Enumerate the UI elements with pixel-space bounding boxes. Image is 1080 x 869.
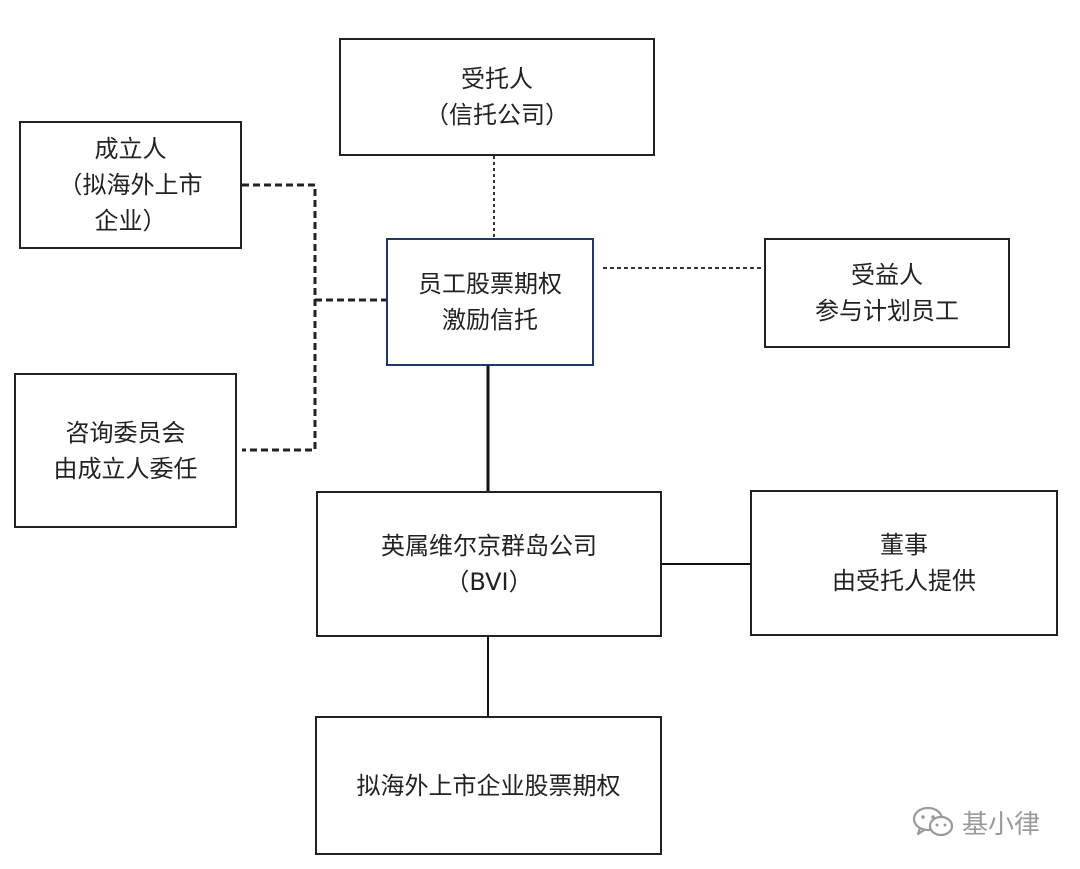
bvi-box: 英属维尔京群岛公司 （BVI）	[316, 491, 662, 637]
beneficiary-box: 受益人 参与计划员工	[764, 238, 1010, 348]
settlor-line-2: （拟海外上市	[58, 171, 203, 199]
wechat-icon	[912, 806, 954, 837]
trustee-line-2: （信托公司）	[425, 101, 569, 129]
watermark: 基小律	[912, 800, 1040, 844]
trust-box: 员工股票期权 激励信托	[386, 238, 594, 366]
settlor-box: 成立人 （拟海外上市 企业）	[19, 121, 242, 249]
trust-line-2: 激励信托	[442, 306, 538, 334]
bvi-line-2: （BVI）	[445, 568, 533, 596]
settlor-line-3: 企业）	[94, 207, 167, 235]
committee-box: 咨询委员会 由成立人委任	[14, 373, 237, 528]
director-line-2: 由受托人提供	[832, 567, 976, 595]
watermark-text: 基小律	[962, 809, 1041, 840]
bvi-line-1: 英属维尔京群岛公司	[381, 532, 597, 560]
trust-line-1: 员工股票期权	[418, 270, 562, 298]
committee-line-2: 由成立人委任	[53, 454, 198, 483]
trustee-line-1: 受托人	[461, 65, 533, 93]
options-line-1: 拟海外上市企业股票期权	[356, 771, 621, 800]
director-box: 董事 由受托人提供	[750, 490, 1058, 636]
director-line-1: 董事	[880, 531, 928, 559]
beneficiary-line-1: 受益人	[851, 261, 923, 289]
settlor-line-1: 成立人	[94, 135, 167, 163]
settlor-connector	[242, 183, 317, 452]
options-box: 拟海外上市企业股票期权	[315, 716, 662, 855]
trustee-box: 受托人 （信托公司）	[339, 38, 655, 156]
committee-line-1: 咨询委员会	[65, 418, 186, 447]
beneficiary-line-2: 参与计划员工	[815, 297, 959, 325]
